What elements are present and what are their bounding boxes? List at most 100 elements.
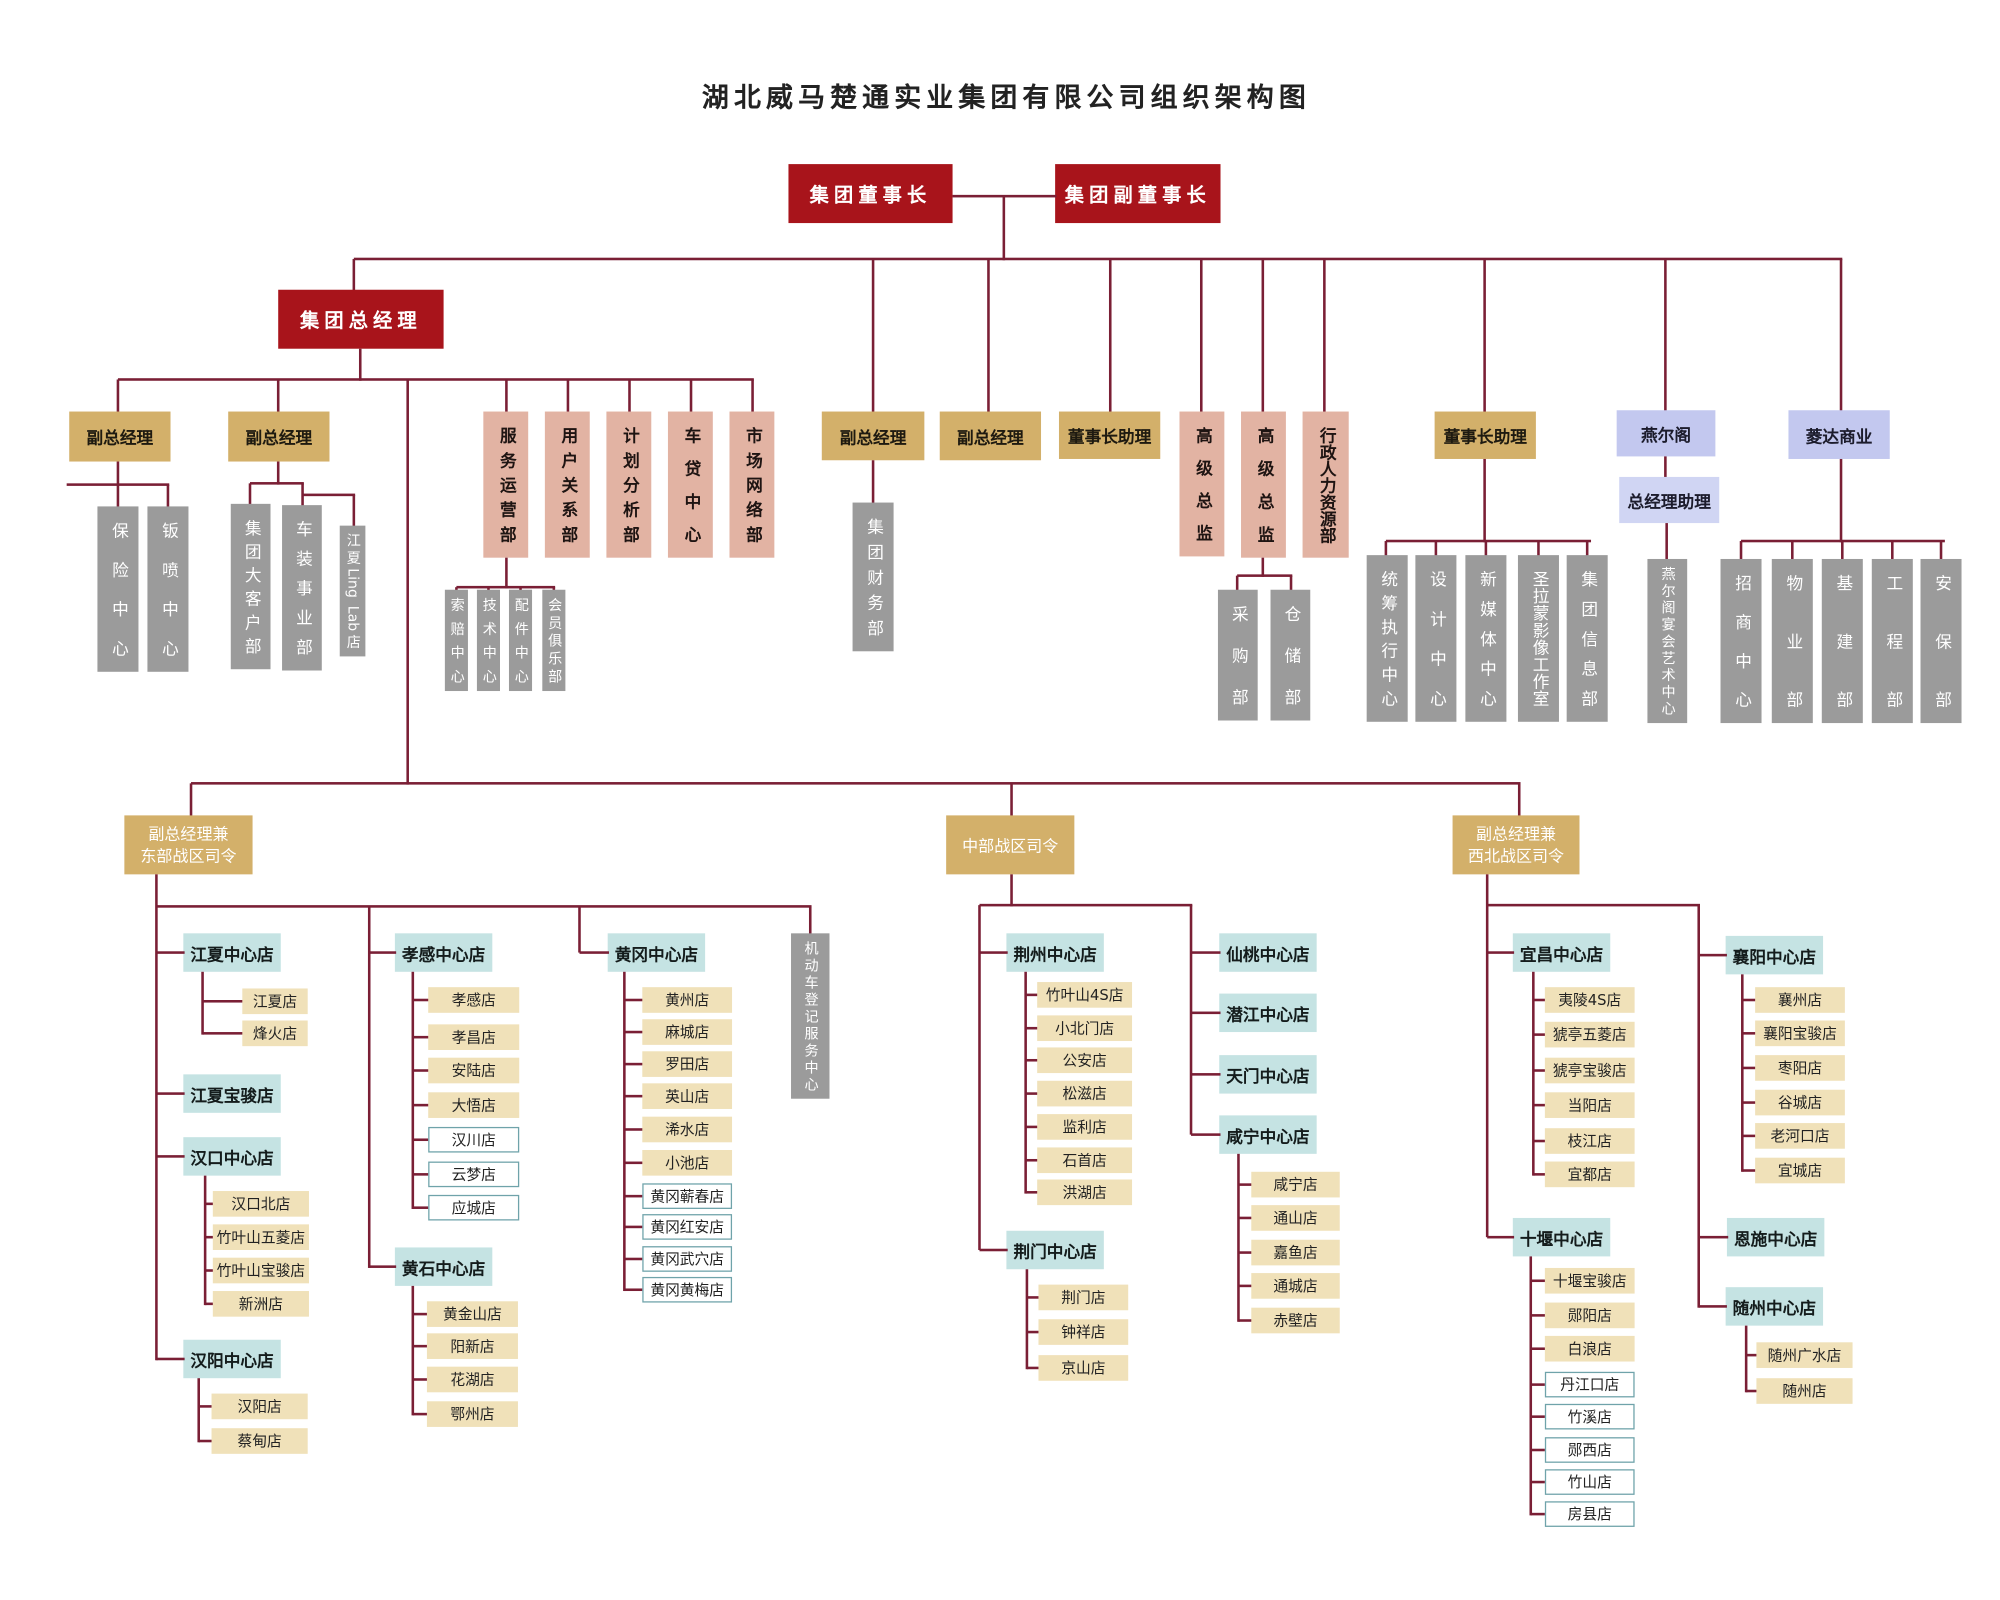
store-box[interactable]: 襄州店 <box>1755 987 1845 1013</box>
vehicle-registration-center-box[interactable]: 机动车登记服务中心 <box>791 933 830 1099</box>
store-box[interactable]: 竹叶山五菱店 <box>212 1224 309 1250</box>
store-box[interactable]: 猇亭五菱店 <box>1544 1021 1635 1048</box>
department-box[interactable]: 燕尔阁宴会艺术中心 <box>1647 558 1688 724</box>
department-box[interactable]: 服务运营部 <box>483 411 529 558</box>
department-box[interactable]: 市场网络部 <box>729 411 775 558</box>
center-store-box[interactable]: 黄冈中心店 <box>607 933 706 972</box>
department-box[interactable]: 工程部 <box>1871 558 1913 724</box>
vice-gm-box[interactable]: 副总经理 <box>821 411 925 461</box>
department-box[interactable]: 设计中心 <box>1415 555 1457 722</box>
department-box[interactable]: 车贷中心 <box>667 411 713 558</box>
store-box[interactable]: 汉口北店 <box>212 1191 309 1217</box>
center-store-box[interactable]: 汉口中心店 <box>183 1137 281 1176</box>
chairman-assistant-box[interactable]: 董事长助理 <box>1434 411 1536 459</box>
store-box[interactable]: 郧阳店 <box>1544 1302 1635 1329</box>
center-store-box[interactable]: 十堰中心店 <box>1512 1217 1611 1257</box>
store-box[interactable]: 黄冈武穴店 <box>642 1246 733 1272</box>
store-box[interactable]: 竹叶山宝骏店 <box>212 1257 309 1284</box>
store-box[interactable]: 江夏店 <box>242 988 308 1015</box>
center-store-box[interactable]: 黄石中心店 <box>394 1247 493 1286</box>
store-box[interactable]: 通山店 <box>1251 1205 1340 1231</box>
east-region-box[interactable]: 副总经理兼东部战区司令 <box>124 815 253 875</box>
department-box[interactable]: 钣喷中心 <box>147 506 189 672</box>
store-box[interactable]: 黄冈黄梅店 <box>642 1276 733 1303</box>
department-box[interactable]: 基建部 <box>1821 558 1863 724</box>
gm-assistant-box[interactable]: 总经理助理 <box>1619 476 1720 524</box>
department-box[interactable]: 集团信息部 <box>1566 555 1608 722</box>
store-box[interactable]: 阳新店 <box>426 1333 518 1359</box>
department-box[interactable]: 计划分析部 <box>606 411 652 558</box>
sub-department-box[interactable]: 配件中心 <box>508 589 533 692</box>
center-store-box[interactable]: 江夏宝骏店 <box>183 1074 281 1113</box>
store-box[interactable]: 竹山店 <box>1544 1469 1635 1495</box>
department-box[interactable]: 江夏Ling Lab店 <box>339 525 366 657</box>
store-box[interactable]: 咸宁店 <box>1251 1171 1340 1198</box>
store-box[interactable]: 随州店 <box>1756 1378 1853 1404</box>
department-box[interactable]: 保险中心 <box>97 506 139 672</box>
center-store-box[interactable]: 荆州中心店 <box>1006 933 1104 972</box>
department-box[interactable]: 仓储部 <box>1270 589 1311 721</box>
store-box[interactable]: 小北门店 <box>1037 1015 1133 1042</box>
store-box[interactable]: 大悟店 <box>428 1092 520 1118</box>
department-box[interactable]: 安保部 <box>1920 558 1962 724</box>
sub-department-box[interactable]: 索赔中心 <box>444 589 468 692</box>
store-box[interactable]: 荆门店 <box>1038 1284 1129 1311</box>
yanerge-box[interactable]: 燕尔阁 <box>1616 410 1716 457</box>
store-box[interactable]: 松滋店 <box>1037 1080 1133 1107</box>
vice-gm-box[interactable]: 副总经理 <box>69 411 171 462</box>
store-box[interactable]: 小池店 <box>642 1149 733 1176</box>
center-store-box[interactable]: 仙桃中心店 <box>1219 933 1317 972</box>
store-box[interactable]: 汉阳店 <box>211 1393 308 1420</box>
store-box[interactable]: 夷陵4S店 <box>1544 987 1635 1013</box>
store-box[interactable]: 烽火店 <box>242 1020 308 1047</box>
department-box[interactable]: 新媒体中心 <box>1465 555 1507 722</box>
center-store-box[interactable]: 孝感中心店 <box>394 933 493 972</box>
store-box[interactable]: 京山店 <box>1038 1355 1129 1381</box>
store-box[interactable]: 新洲店 <box>212 1291 309 1317</box>
store-box[interactable]: 石首店 <box>1037 1147 1133 1174</box>
store-box[interactable]: 竹溪店 <box>1544 1403 1635 1430</box>
store-box[interactable]: 宜城店 <box>1755 1157 1845 1184</box>
department-box[interactable]: 物业部 <box>1771 558 1813 724</box>
store-box[interactable]: 当阳店 <box>1544 1092 1635 1118</box>
store-box[interactable]: 安陆店 <box>428 1057 520 1084</box>
store-box[interactable]: 孝感店 <box>428 987 520 1013</box>
department-box[interactable]: 统筹执行中心 <box>1366 555 1408 722</box>
center-store-box[interactable]: 宜昌中心店 <box>1512 933 1611 972</box>
store-box[interactable]: 随州广水店 <box>1756 1342 1853 1368</box>
store-box[interactable]: 宜都店 <box>1544 1161 1635 1188</box>
store-box[interactable]: 花湖店 <box>426 1366 518 1393</box>
store-box[interactable]: 汉川店 <box>428 1126 520 1153</box>
store-box[interactable]: 郧西店 <box>1544 1437 1635 1463</box>
department-box[interactable]: 集团大客户部 <box>230 503 271 670</box>
northwest-region-box[interactable]: 副总经理兼西北战区司令 <box>1452 815 1580 875</box>
store-box[interactable]: 黄州店 <box>642 987 733 1013</box>
center-store-box[interactable]: 咸宁中心店 <box>1219 1115 1317 1154</box>
department-box[interactable]: 用户关系部 <box>544 411 590 558</box>
vice-chairman-box[interactable]: 集团副董事长 <box>1055 164 1221 224</box>
sub-department-box[interactable]: 会员俱乐部 <box>542 589 566 692</box>
center-store-box[interactable]: 襄阳中心店 <box>1725 935 1824 975</box>
store-box[interactable]: 赤壁店 <box>1251 1307 1340 1334</box>
store-box[interactable]: 老河口店 <box>1755 1123 1845 1149</box>
store-box[interactable]: 孝昌店 <box>428 1024 520 1050</box>
store-box[interactable]: 麻城店 <box>642 1019 733 1045</box>
store-box[interactable]: 枣阳店 <box>1755 1055 1845 1081</box>
center-store-box[interactable]: 随州中心店 <box>1725 1287 1824 1326</box>
store-box[interactable]: 应城店 <box>428 1194 520 1221</box>
store-box[interactable]: 襄阳宝骏店 <box>1755 1020 1845 1047</box>
store-box[interactable]: 钟祥店 <box>1038 1319 1129 1345</box>
store-box[interactable]: 房县店 <box>1544 1501 1635 1527</box>
department-box[interactable]: 车装事业部 <box>282 505 322 671</box>
store-box[interactable]: 洪湖店 <box>1037 1179 1133 1206</box>
center-store-box[interactable]: 荆门中心店 <box>1006 1230 1104 1270</box>
store-box[interactable]: 英山店 <box>642 1083 733 1109</box>
store-box[interactable]: 枝江店 <box>1544 1128 1635 1154</box>
store-box[interactable]: 蔡甸店 <box>211 1428 308 1454</box>
chairman-assistant-box[interactable]: 董事长助理 <box>1058 411 1161 459</box>
store-box[interactable]: 鄂州店 <box>426 1401 518 1427</box>
center-store-box[interactable]: 恩施中心店 <box>1726 1217 1825 1257</box>
center-store-box[interactable]: 汉阳中心店 <box>183 1339 281 1379</box>
store-box[interactable]: 黄冈红安店 <box>642 1214 733 1240</box>
store-box[interactable]: 谷城店 <box>1755 1089 1845 1116</box>
